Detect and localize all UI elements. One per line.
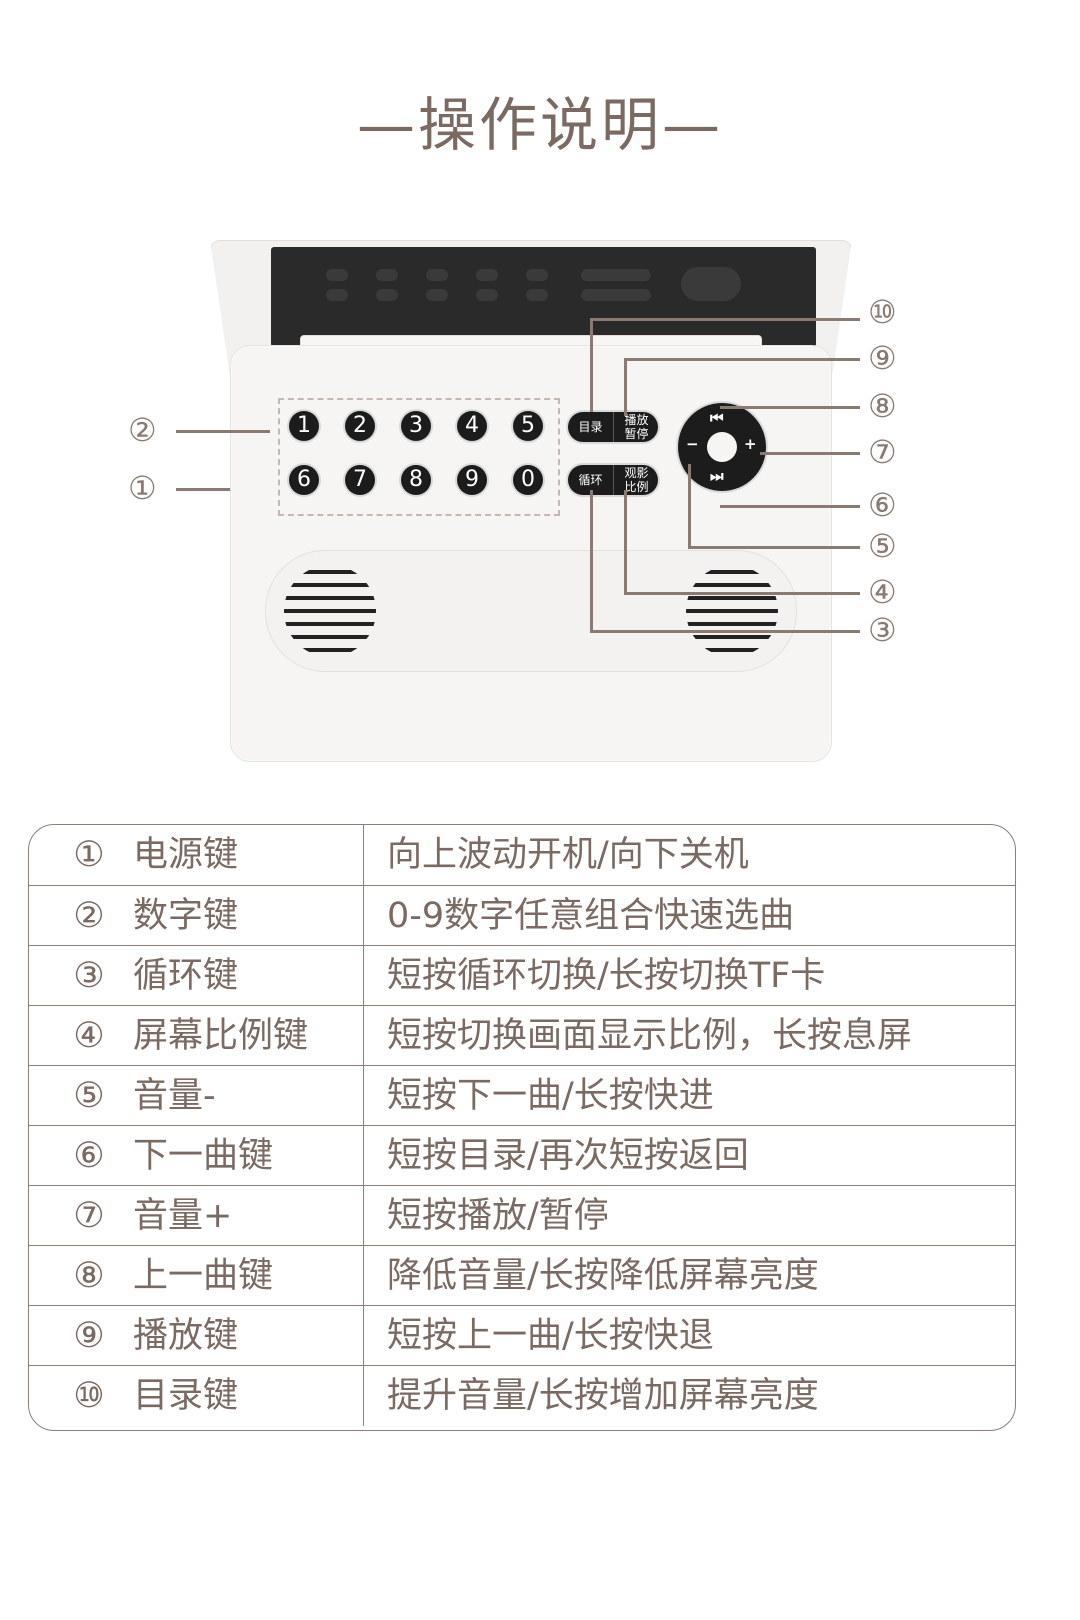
key-name: 屏幕比例键 xyxy=(133,1016,309,1056)
instruction-table: ① 电源键 向上波动开机/向下关机 ② 数字键 0-9数字任意组合快速选曲 ③ 循环键… xyxy=(28,824,1016,1431)
key-name: 播放键 xyxy=(133,1316,239,1356)
key-description: 短按下一曲/长按快进 xyxy=(387,1076,714,1116)
page-title: —操作说明— xyxy=(356,91,723,159)
menu-button[interactable]: 目录 xyxy=(578,420,603,434)
menu-play-buttons: 目录 播放 暂停 xyxy=(568,412,658,442)
table-row: ⑨ 播放键 短按上一曲/长按快退 xyxy=(29,1305,1015,1366)
table-row: ⑩ 目录键 提升音量/长按增加屏幕亮度 xyxy=(29,1365,1015,1426)
row-number: ⑨ xyxy=(73,1316,105,1356)
volume-down-icon[interactable]: − xyxy=(686,435,699,453)
row-number: ① xyxy=(73,835,105,875)
row-number: ⑤ xyxy=(73,1076,105,1116)
table-row: ① 电源键 向上波动开机/向下关机 xyxy=(29,825,1015,885)
row-number: ④ xyxy=(73,1016,105,1056)
key-description: 降低音量/长按降低屏幕亮度 xyxy=(387,1256,819,1296)
callout-10: ⑩ xyxy=(868,293,897,331)
key-description: 短按切换画面显示比例，长按息屏 xyxy=(387,1016,913,1056)
digit-key[interactable]: 1 xyxy=(289,411,319,441)
digit-key[interactable]: 5 xyxy=(513,411,543,441)
digit-key[interactable]: 3 xyxy=(401,411,431,441)
callout-3: ③ xyxy=(868,611,897,649)
speaker-panel xyxy=(265,550,797,672)
callout-2: ② xyxy=(128,411,157,449)
right-speaker-grill xyxy=(686,565,778,657)
key-description: 向上波动开机/向下关机 xyxy=(387,835,749,875)
key-name: 上一曲键 xyxy=(133,1256,274,1296)
table-row: ⑦ 音量+ 短按播放/暂停 xyxy=(29,1185,1015,1246)
device-illustration: 1 2 3 4 5 6 7 8 9 0 目录 播放 暂停 循环 观影 比例 ⏮ … xyxy=(200,240,860,762)
left-speaker-grill xyxy=(284,565,376,657)
callout-7: ⑦ xyxy=(868,433,897,471)
play-pause-button[interactable]: 播放 暂停 xyxy=(613,412,659,442)
key-name: 音量- xyxy=(133,1076,216,1116)
device-screen xyxy=(271,247,816,347)
table-row: ④ 屏幕比例键 短按切换画面显示比例，长按息屏 xyxy=(29,1005,1015,1066)
direction-pad: ⏮ ⏭ − + xyxy=(678,403,766,491)
callout-5: ⑤ xyxy=(868,527,897,565)
key-name: 电源键 xyxy=(133,835,239,875)
table-row: ③ 循环键 短按循环切换/长按切换TF卡 xyxy=(29,945,1015,1006)
table-row: ⑧ 上一曲键 降低音量/长按降低屏幕亮度 xyxy=(29,1245,1015,1306)
next-track-icon[interactable]: ⏭ xyxy=(710,467,724,485)
key-name: 目录键 xyxy=(133,1376,239,1416)
key-name: 循环键 xyxy=(133,956,239,996)
callout-9: ⑨ xyxy=(868,339,897,377)
row-number: ⑧ xyxy=(73,1256,105,1296)
aspect-ratio-button[interactable]: 观影 比例 xyxy=(613,465,659,495)
callout-6: ⑥ xyxy=(868,486,897,524)
key-name: 音量+ xyxy=(133,1196,233,1236)
digit-key[interactable]: 8 xyxy=(401,465,431,495)
volume-up-icon[interactable]: + xyxy=(744,435,757,453)
loop-button[interactable]: 循环 xyxy=(578,473,603,487)
key-description: 短按目录/再次短按返回 xyxy=(387,1136,749,1176)
key-description: 短按循环切换/长按切换TF卡 xyxy=(387,956,826,996)
digit-key[interactable]: 6 xyxy=(289,465,319,495)
numeric-keypad: 1 2 3 4 5 6 7 8 9 0 xyxy=(278,398,560,516)
table-row: ② 数字键 0-9数字任意组合快速选曲 xyxy=(29,885,1015,946)
key-name: 下一曲键 xyxy=(133,1136,274,1176)
key-name: 数字键 xyxy=(133,896,239,936)
previous-track-icon[interactable]: ⏮ xyxy=(710,409,724,427)
digit-key[interactable]: 2 xyxy=(345,411,375,441)
key-description: 0-9数字任意组合快速选曲 xyxy=(387,896,795,936)
row-number: ⑦ xyxy=(73,1196,105,1236)
callout-8: ⑧ xyxy=(868,387,897,425)
callout-1: ① xyxy=(128,469,157,507)
loop-ratio-buttons: 循环 观影 比例 xyxy=(568,465,658,495)
row-number: ③ xyxy=(73,956,105,996)
key-description: 提升音量/长按增加屏幕亮度 xyxy=(387,1376,819,1416)
callout-4: ④ xyxy=(868,573,897,611)
row-number: ⑩ xyxy=(73,1376,105,1416)
row-number: ⑥ xyxy=(73,1136,105,1176)
table-row: ⑤ 音量- 短按下一曲/长按快进 xyxy=(29,1065,1015,1126)
table-row: ⑥ 下一曲键 短按目录/再次短按返回 xyxy=(29,1125,1015,1186)
key-description: 短按播放/暂停 xyxy=(387,1196,609,1236)
row-number: ② xyxy=(73,896,105,936)
digit-key[interactable]: 0 xyxy=(513,465,543,495)
digit-key[interactable]: 4 xyxy=(457,411,487,441)
digit-key[interactable]: 9 xyxy=(457,465,487,495)
key-description: 短按上一曲/长按快退 xyxy=(387,1316,714,1356)
digit-key[interactable]: 7 xyxy=(345,465,375,495)
